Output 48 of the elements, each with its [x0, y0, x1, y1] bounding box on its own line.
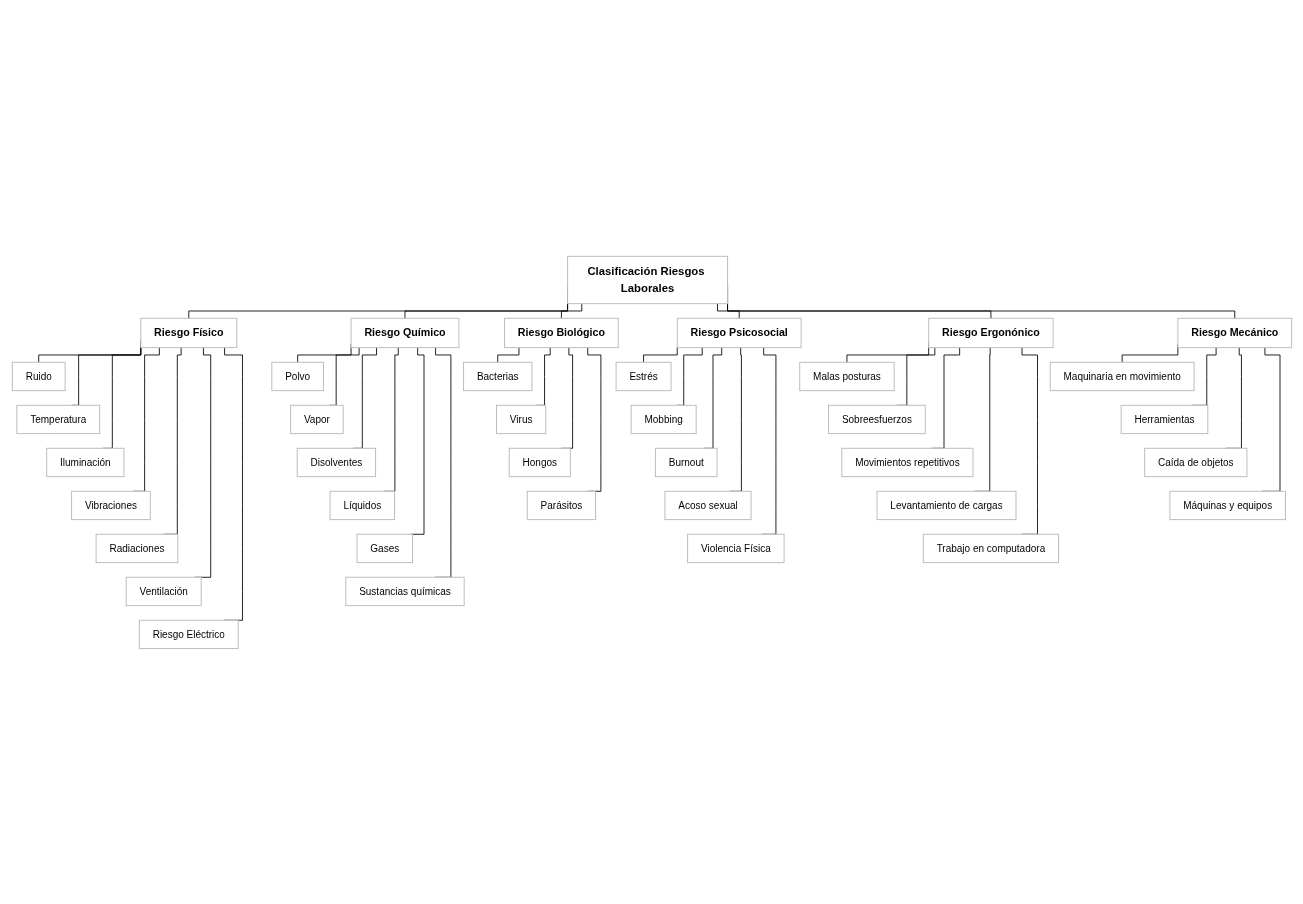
connector — [560, 302, 582, 319]
node-box: Máquinas y equipos — [1168, 490, 1286, 520]
node-box: Temperatura — [15, 404, 100, 434]
node-box: Riesgo Eléctrico — [138, 619, 239, 649]
node-box: Levantamiento de cargas — [876, 490, 1016, 520]
node-box: Acoso sexual — [663, 490, 752, 520]
node-box: Estrés — [615, 361, 672, 391]
node-box: Ruido — [11, 361, 66, 391]
node-box: Maquinaria en movimiento — [1049, 361, 1195, 391]
node-box: Gases — [356, 533, 413, 563]
node-box: Sobreesfuerzos — [827, 404, 926, 434]
node-box: Ventilación — [125, 576, 202, 606]
node-box: Caída de objetos — [1143, 447, 1247, 477]
node-box: Riesgo Biológico — [503, 317, 619, 348]
node-box: Iluminación — [45, 447, 124, 477]
connector — [434, 346, 451, 578]
node-box: Riesgo Químico — [350, 317, 459, 348]
connector — [1261, 346, 1280, 492]
node-box: Violencia Física — [686, 533, 785, 563]
node-box: Líquidos — [329, 490, 395, 520]
node-box: Sustancias químicas — [344, 576, 465, 606]
connector — [761, 346, 776, 535]
connector — [1020, 346, 1038, 535]
node-box: Radiaciones — [95, 533, 178, 563]
node-box: Bacterias — [462, 361, 532, 391]
node-box: Riesgo Ergonónico — [927, 317, 1054, 348]
node-box: Hongos — [508, 447, 571, 477]
node-box: Malas posturas — [798, 361, 895, 391]
node-box: Riesgo Físico — [139, 317, 237, 348]
connector — [496, 346, 519, 363]
node-box: Trabajo en computadora — [922, 533, 1059, 563]
node-box: Parásitos — [526, 490, 596, 520]
node-box: Riesgo Psicosocial — [676, 317, 802, 348]
node-box: Polvo — [270, 361, 324, 391]
node-box: Vapor — [289, 404, 344, 434]
node-box: Vibraciones — [70, 490, 151, 520]
connector — [716, 302, 740, 319]
node-box: Movimientos repetitivos — [840, 447, 973, 477]
connector — [642, 346, 678, 363]
node-box: Virus — [495, 404, 546, 434]
node-box: Burnout — [654, 447, 718, 477]
node-box: Mobbing — [630, 404, 697, 434]
connector — [223, 346, 243, 621]
connector — [586, 346, 601, 492]
node-box: Riesgo Mecánico — [1176, 317, 1292, 348]
node-box: Disolventes — [296, 447, 376, 477]
node-box: Clasificación Riesgos Laborales — [566, 255, 728, 304]
node-box: Herramientas — [1120, 404, 1208, 434]
